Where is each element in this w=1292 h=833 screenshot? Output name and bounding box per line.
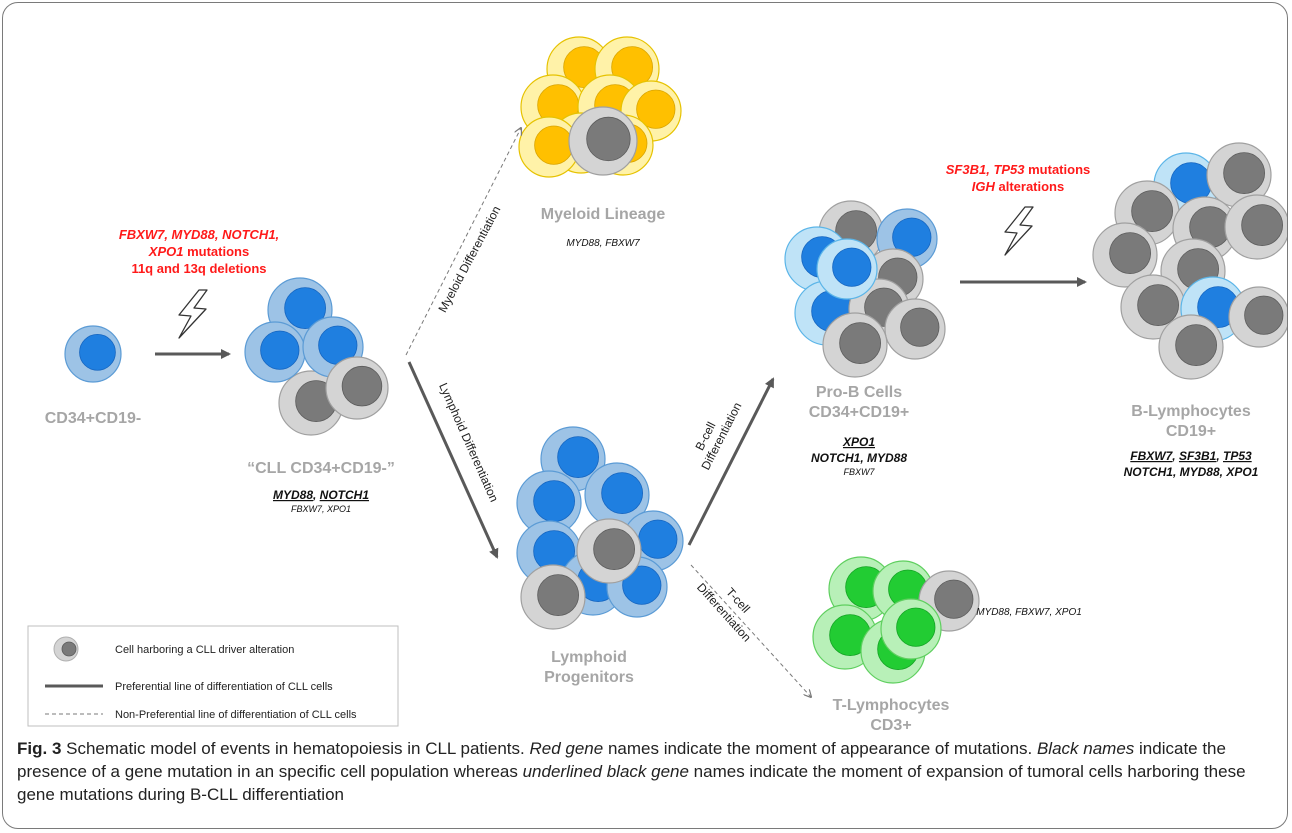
driver-cell [1206,142,1272,208]
genes-t-lymph: MYD88, FBXW7, XPO1 [976,607,1082,618]
lightning-icon [1004,206,1034,256]
caption-text: Schematic model of events in hematopoies… [61,739,530,758]
cell-cd34-cd19-neg [64,325,122,383]
label-lymphoid-2: Progenitors [544,669,634,686]
mutation-red-line-1: FBXW7, MYD88, NOTCH1, [119,227,279,242]
caption-label: Fig. 3 [17,739,62,758]
cluster-lymphoid-progenitors [516,426,684,630]
cell [516,470,582,536]
caption-text: indicate the presence of a gene mutation… [17,739,1226,781]
genes-pro-b-underlined: XPO1 [842,435,875,449]
figure-caption: Fig. 3 Schematic model of events in hema… [17,737,1279,806]
label-pro-b-2: CD34+CD19+ [809,404,910,421]
caption-text: names indicate the moment of appearance … [603,739,1037,758]
mutation-red-line-2: XPO1 mutations [148,244,249,259]
legend-cell-icon [53,636,79,662]
cluster-t-lymphocytes [812,556,980,684]
label-myeloid-lineage: Myeloid Lineage [541,206,666,223]
caption-text: names indicate the moment of expansion o… [17,762,1246,804]
driver-cell [1092,222,1158,288]
driver-cell [1224,194,1287,260]
cell [584,462,650,528]
driver-cell [325,356,389,420]
caption-text: underlined black gene [522,762,689,781]
genes-b-lymph-line2: NOTCH1, MYD88, XPO1 [1124,465,1259,479]
label-b-lymph-2: CD19+ [1166,423,1216,440]
arrow-bcell-differentiation [687,377,775,546]
arrow-tcell-differentiation [690,564,811,697]
genes-myeloid: MYD88, FBXW7 [566,238,640,249]
driver-cell [822,312,888,378]
legend-item-non-preferential: Non-Preferential line of differentiation… [115,709,357,721]
cluster-pro-b-cells [784,200,946,378]
driver-cell [520,564,586,630]
mutation-red-line-5: IGH alterations [972,179,1064,194]
genes-b-lymph-underlined: FBXW7, SF3B1, TP53 [1130,449,1252,463]
cluster-cll-cd34-cd19-neg [244,277,389,436]
genes-cll-small: FBXW7, XPO1 [291,504,351,514]
driver-cell [576,518,642,584]
arrow-myeloid-differentiation [405,128,521,356]
genes-cll-underlined: MYD88, NOTCH1 [273,488,369,502]
cluster-b-lymphocytes [1092,142,1287,380]
mutation-red-line-3: 11q and 13q deletions [131,261,266,276]
label-pro-b-1: Pro-B Cells [816,384,902,401]
legend: Cell harboring a CLL driver alteration P… [27,625,399,727]
driver-cell [884,298,946,360]
driver-cell [1228,286,1287,348]
label-lymphoid-1: Lymphoid [551,649,627,666]
mutation-red-line-4: SF3B1, TP53 mutations [946,162,1091,177]
cell [816,238,878,300]
label-b-lymph-1: B-Lymphocytes [1131,403,1251,420]
label-cd34-cd19-neg: CD34+CD19- [45,410,141,427]
label-t-lymph-1: T-Lymphocytes [833,697,950,714]
arrow-lymphoid-differentiation [407,361,499,559]
legend-item-driver-cell: Cell harboring a CLL driver alteration [115,644,294,656]
label-myeloid-differentiation: Myeloid Differentiation [435,204,503,315]
genes-pro-b-line2: NOTCH1, MYD88 [811,451,907,465]
cell [880,598,942,660]
label-cll-cd34-cd19-neg: “CLL CD34+CD19-” [247,460,395,477]
cluster-myeloid-lineage [518,36,682,178]
driver-cell [568,106,638,176]
caption-text: Black names [1036,739,1135,758]
cell [518,116,580,178]
driver-cell [1158,314,1224,380]
caption-text: Red gene [529,739,604,758]
lightning-icon [178,289,208,339]
label-t-lymph-2: CD3+ [870,717,911,733]
cell [244,321,306,383]
genes-pro-b-small: FBXW7 [843,467,875,477]
legend-item-preferential: Preferential line of differentiation of … [115,681,333,693]
cell [64,325,122,383]
diagram: FBXW7, MYD88, NOTCH1, XPO1 mutations 11q… [27,36,1287,733]
